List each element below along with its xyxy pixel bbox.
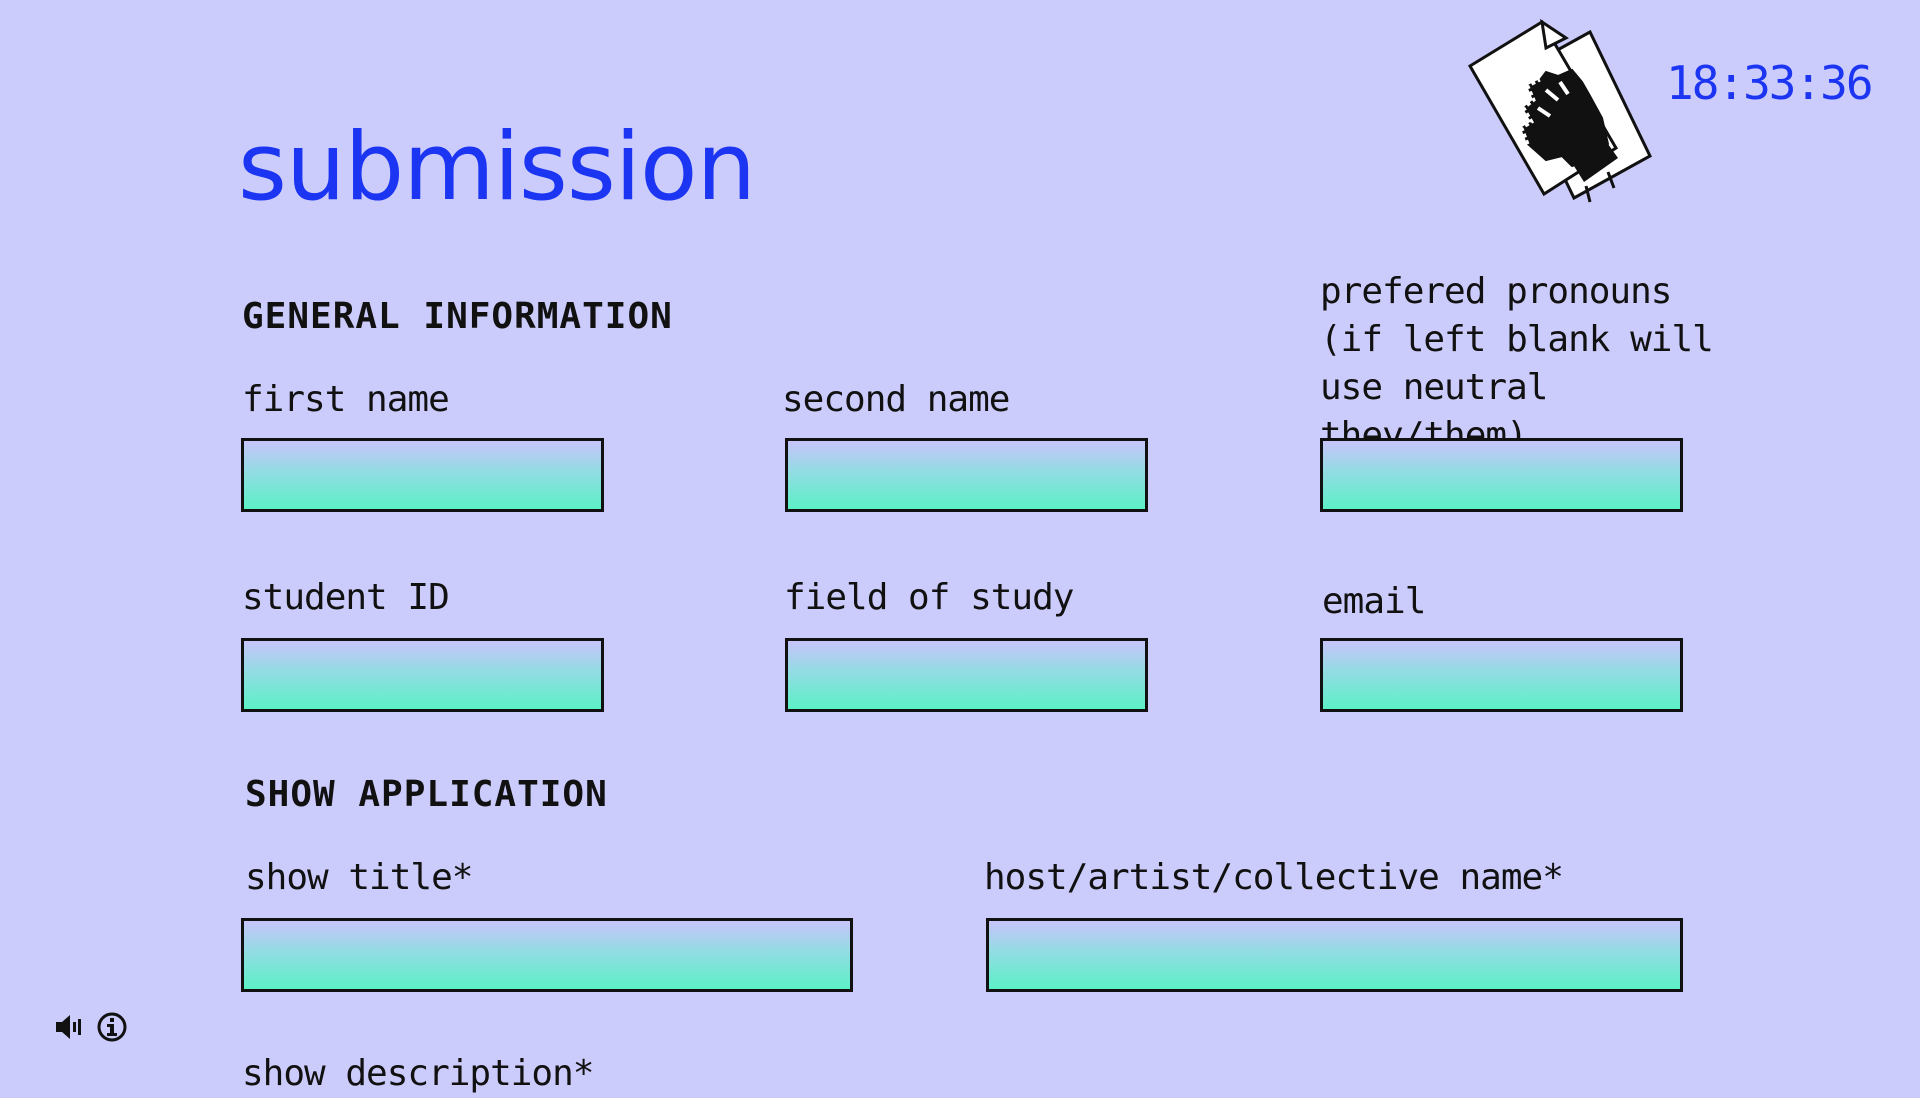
student-id-label: student ID xyxy=(242,577,450,618)
logo xyxy=(1462,16,1656,212)
bottom-controls xyxy=(54,1011,128,1043)
field-of-study-input[interactable] xyxy=(785,638,1148,712)
host-name-input[interactable] xyxy=(986,918,1683,992)
student-id-input[interactable] xyxy=(241,638,604,712)
second-name-label: second name xyxy=(782,379,1010,420)
first-name-input[interactable] xyxy=(241,438,604,512)
section-heading-show-application: SHOW APPLICATION xyxy=(245,774,608,815)
first-name-label: first name xyxy=(242,379,450,420)
email-label: email xyxy=(1322,581,1426,622)
second-name-input[interactable] xyxy=(785,438,1148,512)
field-of-study-label: field of study xyxy=(784,577,1074,618)
speaker-icon xyxy=(56,1015,81,1039)
show-title-label: show title* xyxy=(245,857,473,898)
pronouns-input[interactable] xyxy=(1320,438,1683,512)
sound-toggle-button[interactable] xyxy=(54,1011,86,1043)
clock: 18:33:36 xyxy=(1666,56,1874,110)
pronouns-label: prefered pronouns (if left blank will us… xyxy=(1320,271,1714,456)
show-description-label: show description* xyxy=(242,1053,594,1094)
host-name-label: host/artist/collective name* xyxy=(984,857,1564,898)
show-title-input[interactable] xyxy=(241,918,853,992)
email-input[interactable] xyxy=(1320,638,1683,712)
page-title: submission xyxy=(238,113,756,222)
section-heading-general-information: GENERAL INFORMATION xyxy=(242,296,673,337)
info-icon xyxy=(97,1012,127,1042)
hand-on-document-icon xyxy=(1467,18,1652,203)
info-button[interactable] xyxy=(96,1011,128,1043)
